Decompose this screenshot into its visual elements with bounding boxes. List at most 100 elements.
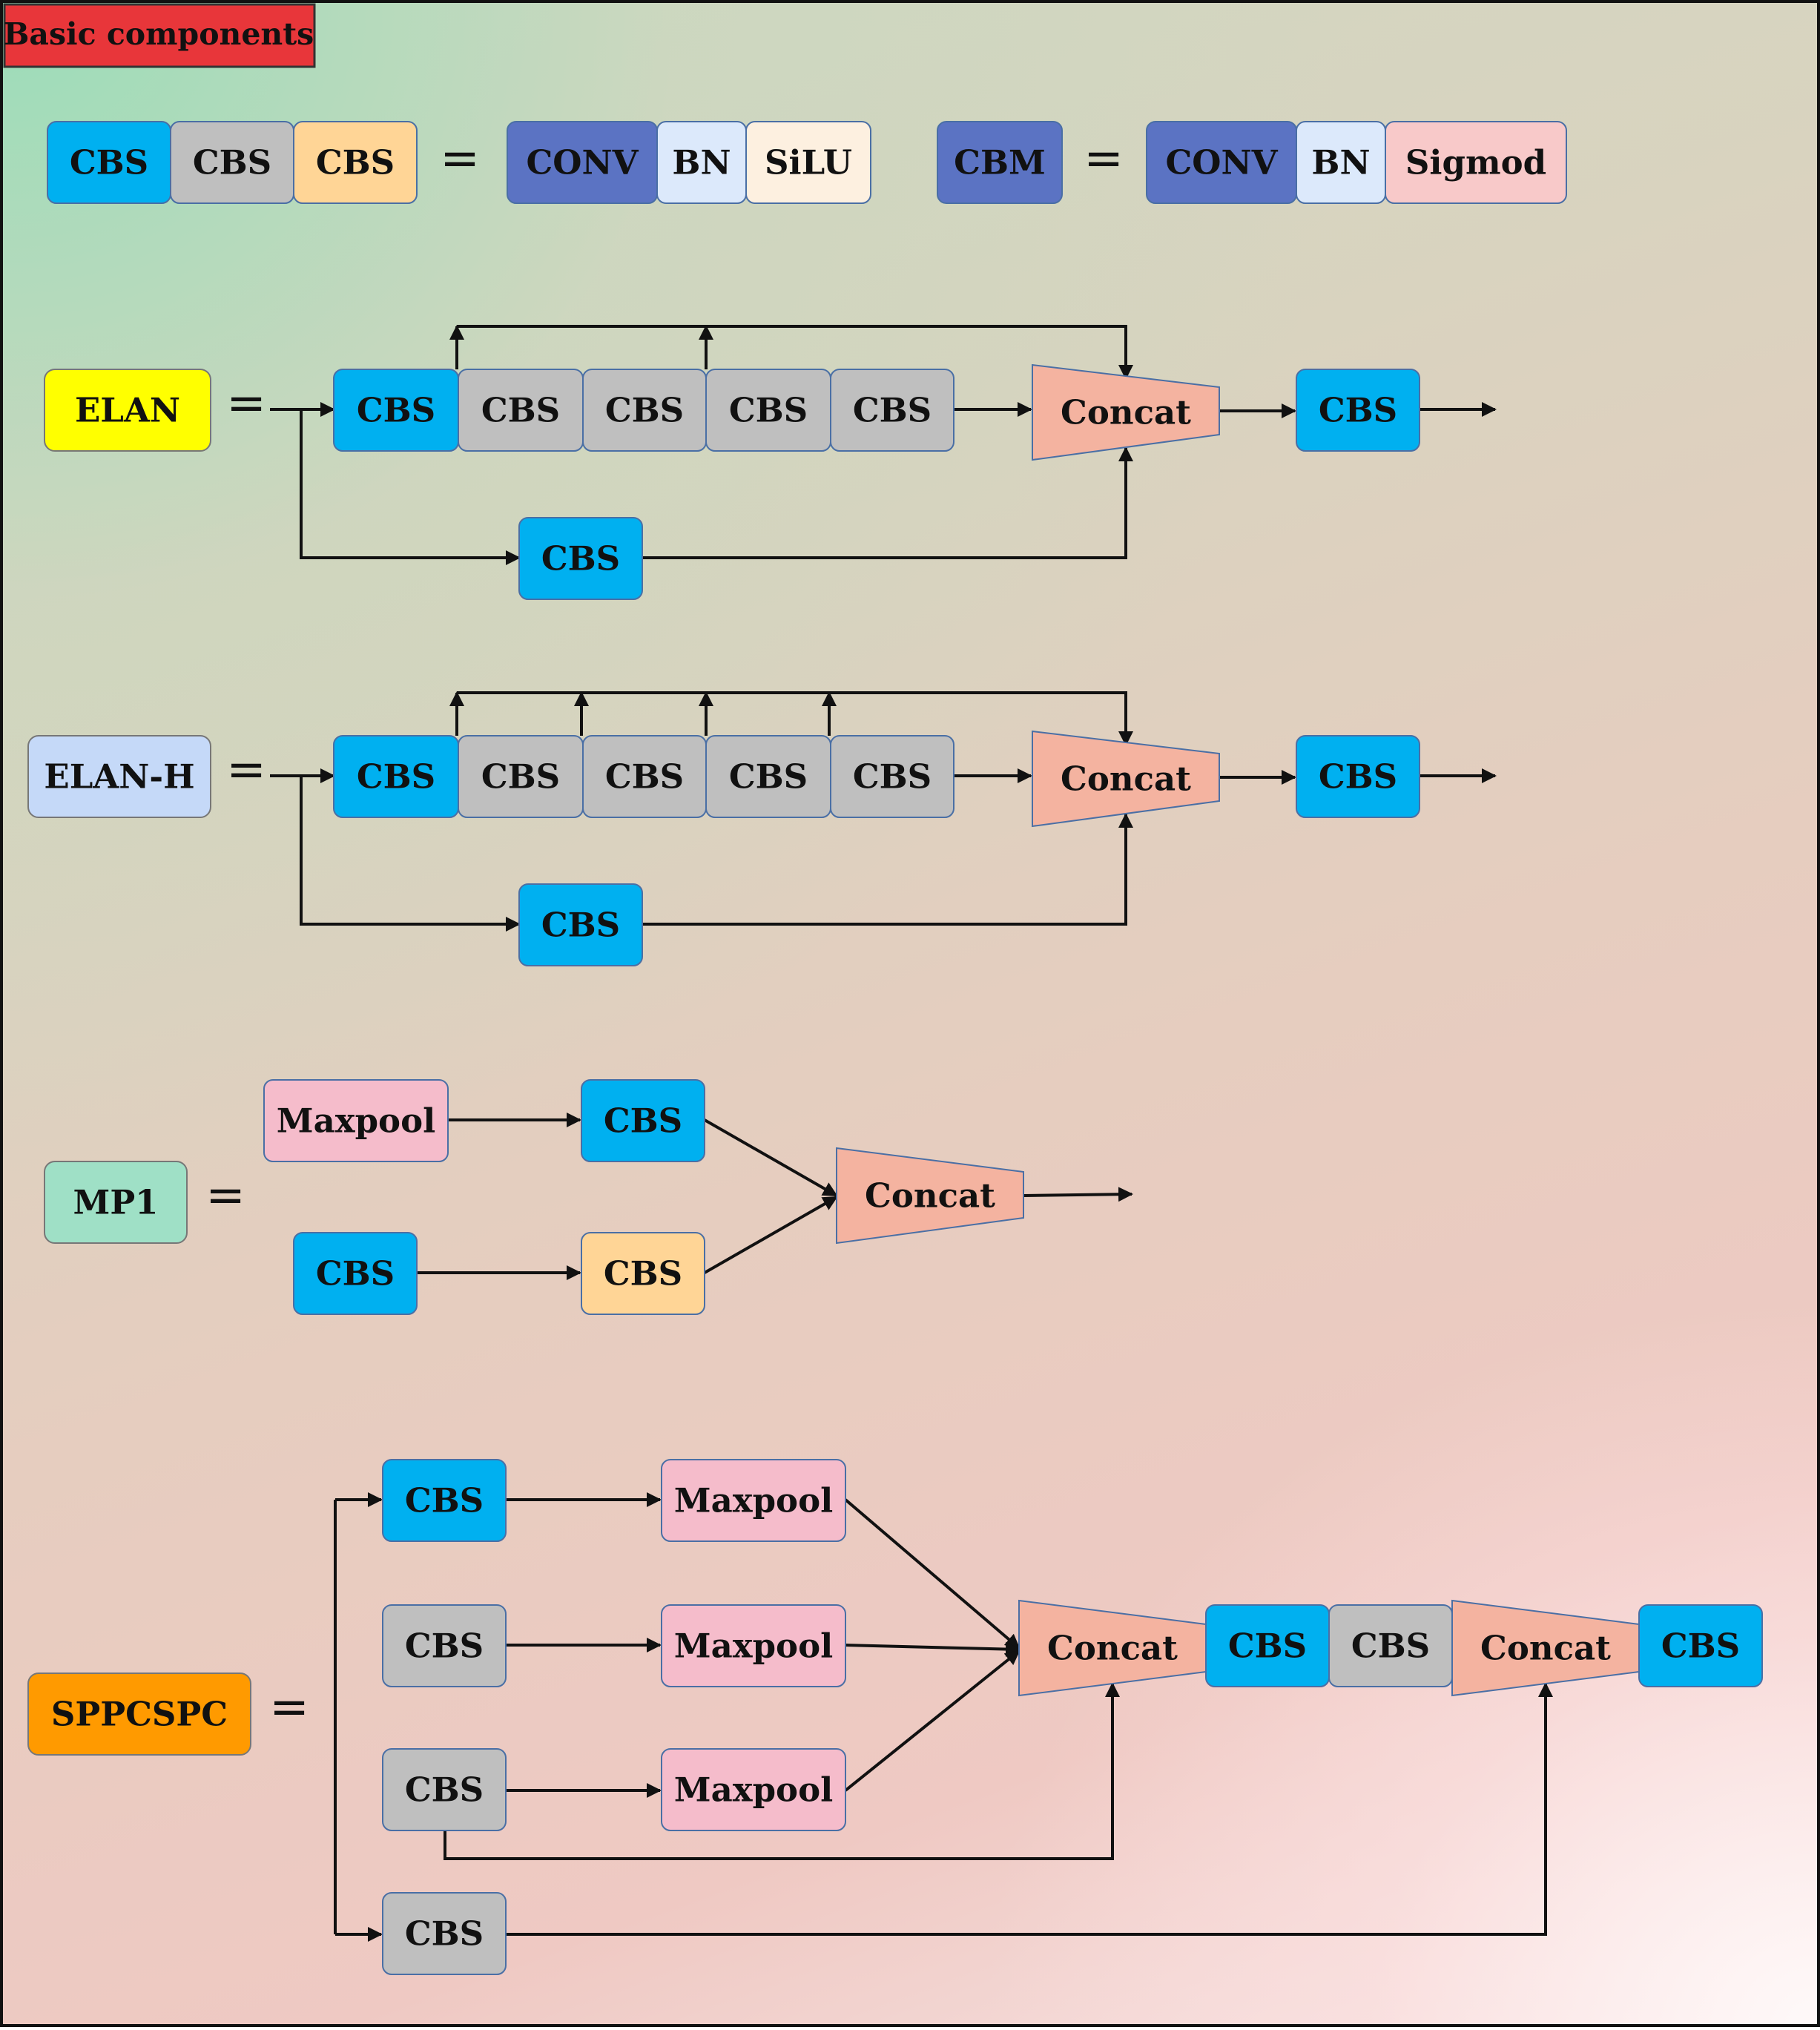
elan-h-branch-concat-arrow bbox=[642, 813, 1133, 926]
elan-branch-label: CBS bbox=[541, 539, 620, 579]
sppcspc-concat-1: Concat bbox=[1018, 1599, 1207, 1697]
sppcspc-cbs4-concat-arrow bbox=[506, 1682, 1553, 1936]
elan-chain-block-3: CBS bbox=[582, 369, 707, 452]
elan-out-label: CBS bbox=[1319, 391, 1397, 430]
sppcspc-out-block: CBS bbox=[1638, 1604, 1763, 1687]
sppcspc-cbs-2-label: CBS bbox=[405, 1627, 484, 1666]
basic-components-row: CBS CBS CBS = CONV BN SiLU CBM = bbox=[47, 121, 1567, 204]
elan-h-chain-label-3: CBS bbox=[605, 757, 684, 797]
mp1-top-to-concat-arrow bbox=[704, 1118, 838, 1197]
equals-sign: = bbox=[1084, 131, 1124, 186]
elan-section: ELAN = CBS CBS CBS CBS C bbox=[44, 325, 1497, 600]
sppcspc-maxpool3-concat-arrow bbox=[844, 1650, 1021, 1792]
sppcspc-cbs-4-label: CBS bbox=[405, 1914, 484, 1954]
elan-h-tag-label: ELAN-H bbox=[44, 757, 194, 797]
elan-branch-arrow bbox=[300, 409, 521, 565]
conv-block: CONV bbox=[507, 121, 658, 204]
cbm-bn-block: BN bbox=[1296, 121, 1386, 204]
sppcspc-tag: SPPCSPC bbox=[27, 1673, 251, 1756]
elan-out-block: CBS bbox=[1296, 369, 1420, 452]
elan-h-branch-block: CBS bbox=[518, 883, 643, 966]
sppcspc-cbs-2-block: CBS bbox=[382, 1604, 507, 1687]
bn-block: BN bbox=[656, 121, 747, 204]
sppcspc-concat-1-label: Concat bbox=[1047, 1629, 1178, 1668]
sppcspc-out-label: CBS bbox=[1661, 1627, 1740, 1666]
elan-h-out-block: CBS bbox=[1296, 735, 1420, 818]
elan-h-chain-label-2: CBS bbox=[481, 757, 560, 797]
cbs-gray-label: CBS bbox=[193, 143, 271, 182]
elan-h-concat-label: Concat bbox=[1061, 759, 1191, 799]
sppcspc-maxpool-3-label: Maxpool bbox=[674, 1770, 833, 1810]
mp1-section: MP1 = Maxpool CBS CBS CBS Concat bbox=[44, 1079, 1133, 1315]
sppcspc-cbs-1-block: CBS bbox=[382, 1459, 507, 1542]
mp1-concat-label: Concat bbox=[865, 1176, 995, 1216]
elan-h-branch-arrow bbox=[300, 776, 521, 932]
sppcspc-concat-2-label: Concat bbox=[1480, 1629, 1611, 1668]
cbs-blue-label: CBS bbox=[70, 143, 148, 182]
cbm-bn-label: BN bbox=[1311, 143, 1370, 182]
sppcspc-tag-label: SPPCSPC bbox=[51, 1695, 228, 1734]
sppcspc-cbs-1-label: CBS bbox=[405, 1481, 484, 1520]
silu-label: SiLU bbox=[765, 143, 852, 182]
sppcspc-maxpool-2-label: Maxpool bbox=[674, 1627, 833, 1666]
equals-sign: = bbox=[269, 1680, 309, 1735]
mp1-cbs-left-block: CBS bbox=[293, 1232, 418, 1315]
elan-h-chain-block-3: CBS bbox=[582, 735, 707, 818]
conv-label: CONV bbox=[526, 143, 639, 182]
cbm-conv-block: CONV bbox=[1146, 121, 1297, 204]
elan-h-branch-label: CBS bbox=[541, 906, 620, 945]
mp1-cbs-top-block: CBS bbox=[581, 1079, 705, 1162]
elan-chain-block-4: CBS bbox=[705, 369, 831, 452]
cbm-conv-label: CONV bbox=[1165, 143, 1278, 182]
elan-skip-down-arrow bbox=[457, 325, 1133, 380]
elan-chain-label-1: CBS bbox=[357, 391, 435, 430]
equals-sign: = bbox=[226, 742, 266, 797]
elan-chain-label-3: CBS bbox=[605, 391, 684, 430]
elan-h-chain-label-1: CBS bbox=[357, 757, 435, 797]
elan-concat: Concat bbox=[1032, 363, 1220, 461]
mp1-cbs-right-label: CBS bbox=[604, 1254, 682, 1294]
mp1-cbs-right-block: CBS bbox=[581, 1232, 705, 1315]
sppcspc-cbs-4-block: CBS bbox=[382, 1892, 507, 1975]
elan-branch-block: CBS bbox=[518, 517, 643, 600]
sppcspc-cbs-3-block: CBS bbox=[382, 1748, 507, 1831]
mp1-cbs-left-label: CBS bbox=[316, 1254, 395, 1294]
mp1-maxpool-block: Maxpool bbox=[263, 1079, 449, 1162]
equals-sign: = bbox=[226, 376, 266, 431]
title-tag: Basic components bbox=[3, 3, 316, 68]
elan-h-concat: Concat bbox=[1032, 730, 1220, 828]
mp1-cbs-top-label: CBS bbox=[604, 1101, 682, 1141]
elan-concat-label: Concat bbox=[1061, 393, 1191, 432]
elan-h-chain-block-1: CBS bbox=[333, 735, 459, 818]
bn-label: BN bbox=[672, 143, 731, 182]
elan-chain-label-5: CBS bbox=[853, 391, 932, 430]
mp1-tag: MP1 bbox=[44, 1161, 188, 1244]
elan-h-chain-label-5: CBS bbox=[853, 757, 932, 797]
elan-h-out-label: CBS bbox=[1319, 757, 1397, 797]
elan-chain-label-2: CBS bbox=[481, 391, 560, 430]
sppcspc-mid-cbs-1-block: CBS bbox=[1205, 1604, 1330, 1687]
diagram-canvas: Basic components CBS CBS CBS = CONV BN S… bbox=[3, 3, 1763, 1975]
sppcspc-section: SPPCSPC = CBS CBS CBS CBS bbox=[27, 1459, 1763, 1975]
elan-h-chain-block-5: CBS bbox=[830, 735, 954, 818]
sppcspc-maxpool-2-block: Maxpool bbox=[661, 1604, 846, 1687]
elan-h-chain-block-4: CBS bbox=[705, 735, 831, 818]
elan-h-chain-block-2: CBS bbox=[458, 735, 584, 818]
sppcspc-maxpool-1-block: Maxpool bbox=[661, 1459, 846, 1542]
elan-chain-label-4: CBS bbox=[729, 391, 808, 430]
mp1-output-arrow bbox=[1023, 1187, 1133, 1202]
sppcspc-cbs-3-label: CBS bbox=[405, 1770, 484, 1810]
cbm-label: CBM bbox=[954, 143, 1046, 182]
elan-h-tag: ELAN-H bbox=[27, 735, 211, 818]
sppcspc-maxpool1-concat-arrow bbox=[844, 1498, 1021, 1650]
mp1-tag-label: MP1 bbox=[73, 1183, 159, 1222]
sppcspc-cbs3-concat-arrow bbox=[444, 1682, 1120, 1860]
title-text: Basic components bbox=[4, 16, 314, 52]
sigmod-label: Sigmod bbox=[1405, 143, 1546, 182]
elan-chain-block-1: CBS bbox=[333, 369, 459, 452]
elan-tag-label: ELAN bbox=[75, 391, 180, 430]
elan-chain-block-2: CBS bbox=[458, 369, 584, 452]
mp1-bottom-to-concat-arrow bbox=[704, 1196, 838, 1274]
sppcspc-mid-cbs-2-block: CBS bbox=[1328, 1604, 1453, 1687]
equals-sign: = bbox=[440, 131, 480, 186]
